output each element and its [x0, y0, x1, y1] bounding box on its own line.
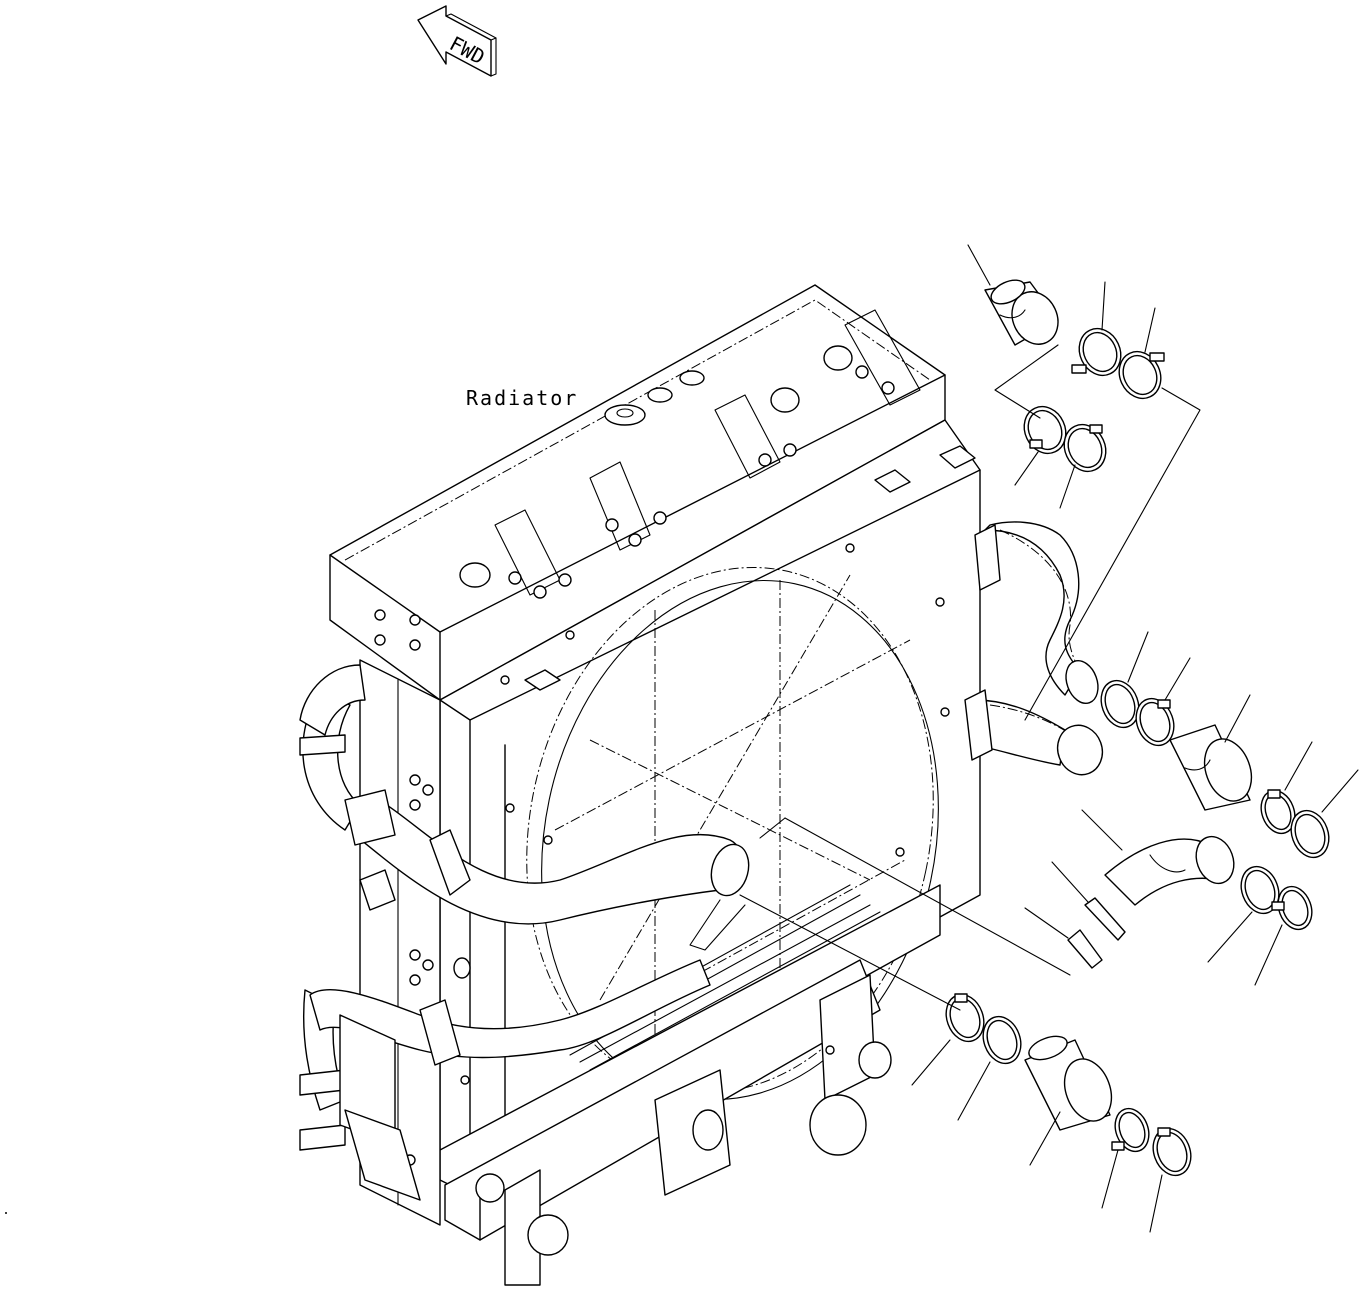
radiator-assembly — [329, 284, 981, 1286]
exploded-parts — [689, 244, 1359, 1233]
top-brackets — [494, 309, 921, 599]
hose-elbow — [1081, 809, 1235, 906]
hose-middle — [1169, 694, 1253, 811]
clamp-bottom-1 — [911, 993, 985, 1086]
left-hoses — [299, 664, 750, 1201]
clamp-upper-2 — [1118, 307, 1165, 400]
hose-lower — [1024, 1035, 1113, 1166]
clamp-lower-1 — [1207, 865, 1280, 963]
clamp-mid-2 — [1135, 657, 1191, 747]
clamp-lower-2 — [1254, 885, 1313, 986]
radiator-label: Radiator — [466, 386, 578, 410]
bolt-2 — [1024, 907, 1103, 969]
clamp-mid-1 — [1100, 631, 1149, 729]
clamp-mid-3 — [1260, 741, 1313, 835]
clamp-upper-3 — [1014, 405, 1067, 486]
clamp-mid-4 — [1290, 769, 1359, 859]
clamp-bottom-2 — [957, 1015, 1022, 1121]
bolt-1 — [1051, 861, 1126, 941]
right-fittings — [964, 521, 1104, 776]
clamp-upper-1 — [1071, 281, 1122, 377]
clamp-bottom-4 — [1149, 1127, 1192, 1233]
mount-bosses — [459, 345, 853, 588]
fwd-arrow-icon: FWD — [417, 5, 497, 77]
clamp-upper-4 — [1059, 423, 1107, 509]
clamp-bottom-3 — [1101, 1107, 1150, 1209]
hose-upper — [967, 244, 1059, 346]
core-bolts — [460, 543, 950, 1085]
